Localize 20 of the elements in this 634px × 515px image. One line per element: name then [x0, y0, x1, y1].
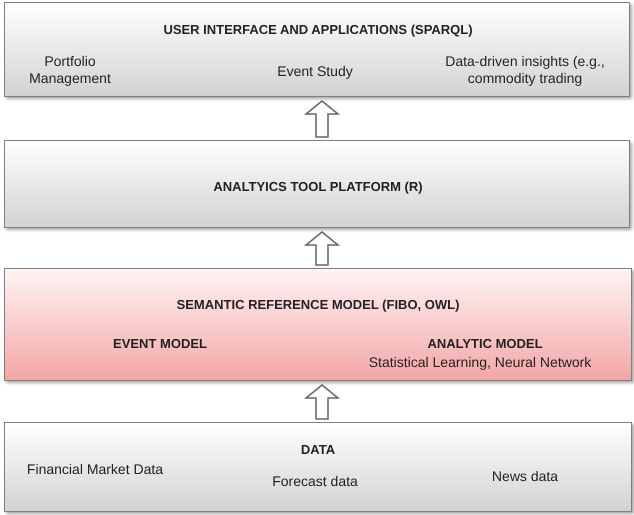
- block-arrow: [304, 100, 340, 138]
- layer-box: [4, 268, 632, 381]
- layer-item-text: Statistical Learning, Neural Network: [368, 354, 592, 371]
- section-heading: ANALYTIC MODEL: [426, 335, 544, 352]
- layer-title: DATA: [300, 441, 336, 458]
- layer-title: USER INTERFACE AND APPLICATIONS (SPARQL): [162, 21, 474, 38]
- layer-item-text: Forecast data: [271, 473, 359, 490]
- layer-title: SEMANTIC REFERENCE MODEL (FIBO, OWL): [176, 296, 460, 313]
- layer-box: [4, 2, 630, 97]
- layer-item-text: Event Study: [276, 63, 354, 80]
- block-arrow: [304, 231, 340, 266]
- layer-item-text: Financial Market Data: [26, 461, 164, 478]
- section-heading: EVENT MODEL: [112, 335, 208, 352]
- layer-item-text: Data-driven insights (e.g., commodity trading: [444, 53, 606, 87]
- layer-box: [4, 422, 632, 512]
- layer-box: [4, 140, 630, 228]
- layer-item-text: Portfolio Management: [28, 53, 112, 87]
- layer-title: ANALTYICS TOOL PLATFORM (R): [212, 178, 424, 195]
- layer-item-text: News data: [490, 468, 560, 485]
- block-arrow: [304, 384, 340, 420]
